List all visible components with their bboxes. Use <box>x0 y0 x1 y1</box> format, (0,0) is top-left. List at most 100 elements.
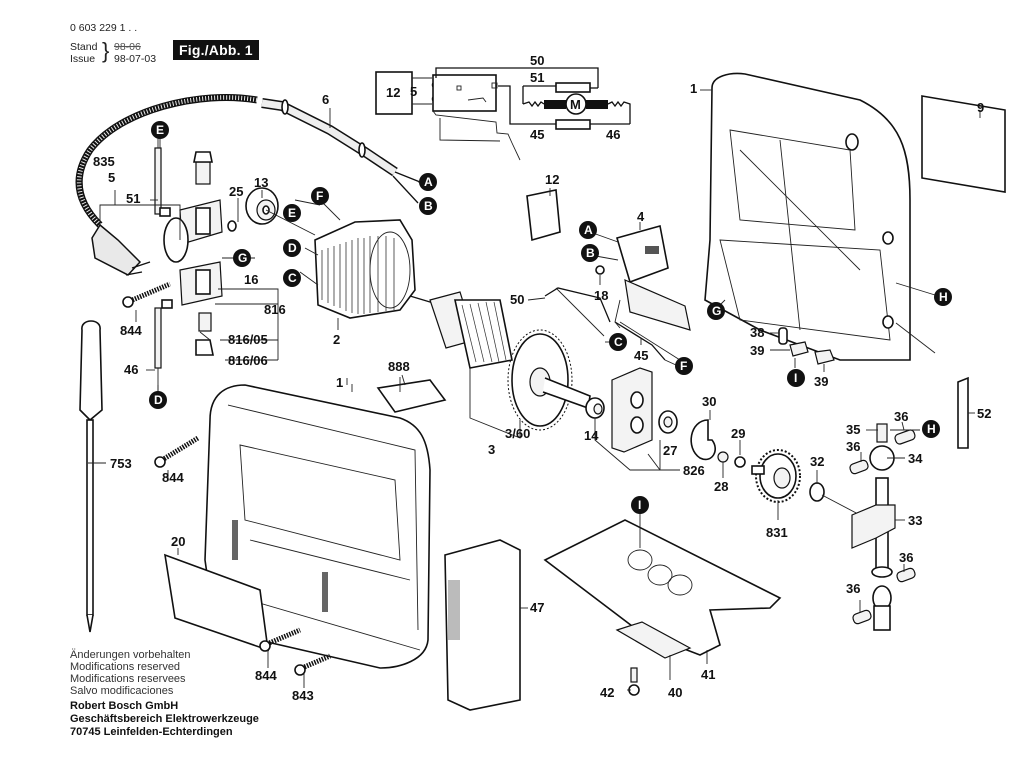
svg-text:E: E <box>288 206 296 220</box>
gear-cover-826 <box>585 367 678 453</box>
label-835: 835 <box>93 154 115 169</box>
label-39-b: 39 <box>814 374 828 389</box>
clamp-40 <box>615 621 692 659</box>
label-816-06: 816/06 <box>228 353 268 368</box>
part-number: 0 603 229 1 . . <box>70 22 138 34</box>
base-plate-41 <box>543 519 782 659</box>
label-29: 29 <box>731 426 745 441</box>
gear-831 <box>751 449 861 516</box>
armature-3 <box>409 291 591 431</box>
part-labels: 1 1 2 3 3/60 4 6 9 12 13 14 16 18 20 25 … <box>93 81 991 703</box>
svg-text:I: I <box>794 371 797 385</box>
svg-text:G: G <box>712 304 721 318</box>
guide-parts-38-39 <box>778 327 835 365</box>
label-20: 20 <box>171 534 185 549</box>
connector-e-2: E <box>283 204 301 222</box>
label-40: 40 <box>668 685 682 700</box>
connector-e-1: E <box>151 121 169 139</box>
motor-symbol: M <box>570 97 581 112</box>
company-address: 70745 Leinfelden-Echterdingen <box>70 726 233 738</box>
housing-right-1 <box>704 72 911 361</box>
small-parts-28-29-30 <box>690 419 746 468</box>
label-39-a: 39 <box>750 343 764 358</box>
wiring-label-5: 5 <box>410 84 417 99</box>
svg-text:A: A <box>584 223 593 237</box>
label-41: 41 <box>701 667 715 682</box>
power-cord <box>75 94 258 276</box>
svg-text:C: C <box>614 335 623 349</box>
connector-c-2: C <box>609 333 627 351</box>
wiring-label-46: 46 <box>606 127 620 142</box>
label-9: 9 <box>977 100 984 115</box>
svg-text:F: F <box>680 359 687 373</box>
label-33: 33 <box>908 513 922 528</box>
connector-f-2: F <box>675 357 693 375</box>
connector-b-1: B <box>419 197 437 215</box>
label-18: 18 <box>594 288 608 303</box>
label-42: 42 <box>600 685 614 700</box>
label-47: 47 <box>530 600 544 615</box>
label-753: 753 <box>110 456 132 471</box>
label-3-60: 3/60 <box>505 426 530 441</box>
label-50: 50 <box>510 292 524 307</box>
label-36-d: 36 <box>846 581 860 596</box>
connector-i-1: I <box>787 369 805 387</box>
label-843: 843 <box>292 688 314 703</box>
label-844-a: 844 <box>120 323 142 338</box>
label-3: 3 <box>488 442 495 457</box>
label-13: 13 <box>254 175 268 190</box>
label-816-05: 816/05 <box>228 332 268 347</box>
label-831: 831 <box>766 525 788 540</box>
connector-d-2: D <box>149 391 167 409</box>
svg-text:D: D <box>288 241 297 255</box>
screwdriver-753 <box>79 320 103 633</box>
connector-a-2: A <box>579 221 597 239</box>
label-38: 38 <box>750 325 764 340</box>
label-30: 30 <box>702 394 716 409</box>
connector-a-1: A <box>419 173 437 191</box>
label-36-a: 36 <box>894 409 908 424</box>
svg-text:F: F <box>316 189 323 203</box>
footer-note-es: Salvo modificaciones <box>70 685 174 697</box>
label-2: 2 <box>333 332 340 347</box>
label-28: 28 <box>714 479 728 494</box>
hex-key-52 <box>957 376 969 449</box>
label-826: 826 <box>683 463 705 478</box>
issue-label: Issue <box>70 53 96 65</box>
guard-47 <box>444 539 521 711</box>
figure-label: Fig./Abb. 1 <box>173 40 259 60</box>
stand-label: Stand <box>70 41 98 53</box>
svg-text:I: I <box>638 498 641 512</box>
stator-2 <box>314 219 416 319</box>
wires <box>154 138 173 392</box>
footer-note-en: Modifications reserved <box>70 661 181 673</box>
label-888: 888 <box>388 359 410 374</box>
label-4: 4 <box>637 209 645 224</box>
connector-g-1: G <box>233 249 251 267</box>
wiring-label-50: 50 <box>530 53 544 68</box>
company-name: Robert Bosch GmbH <box>70 700 179 712</box>
label-844-c: 844 <box>255 668 277 683</box>
switch-4 <box>526 189 691 361</box>
connector-markers: A B A B C C D D E E F F G G H H I I <box>149 121 952 514</box>
switch-outline <box>432 74 497 112</box>
svg-text:G: G <box>238 251 247 265</box>
label-52: 52 <box>977 406 991 421</box>
wiring-label-12: 12 <box>386 85 400 100</box>
label-888 <box>376 379 447 413</box>
connector-d-1: D <box>283 239 301 257</box>
connector-b-2: B <box>581 244 599 262</box>
stand-value: 98-06 <box>114 41 141 53</box>
label-plate-9 <box>921 95 1006 193</box>
svg-text:H: H <box>939 290 948 304</box>
connector-f-1: F <box>311 187 329 205</box>
label-1-left: 1 <box>336 375 343 390</box>
footer-note-fr: Modifications reservees <box>70 673 186 685</box>
label-27: 27 <box>663 443 677 458</box>
connector-h-2: H <box>922 420 940 438</box>
svg-text:E: E <box>156 123 164 137</box>
svg-text:B: B <box>424 199 433 213</box>
label-1-right: 1 <box>690 81 697 96</box>
issue-value: 98-07-03 <box>114 53 157 65</box>
